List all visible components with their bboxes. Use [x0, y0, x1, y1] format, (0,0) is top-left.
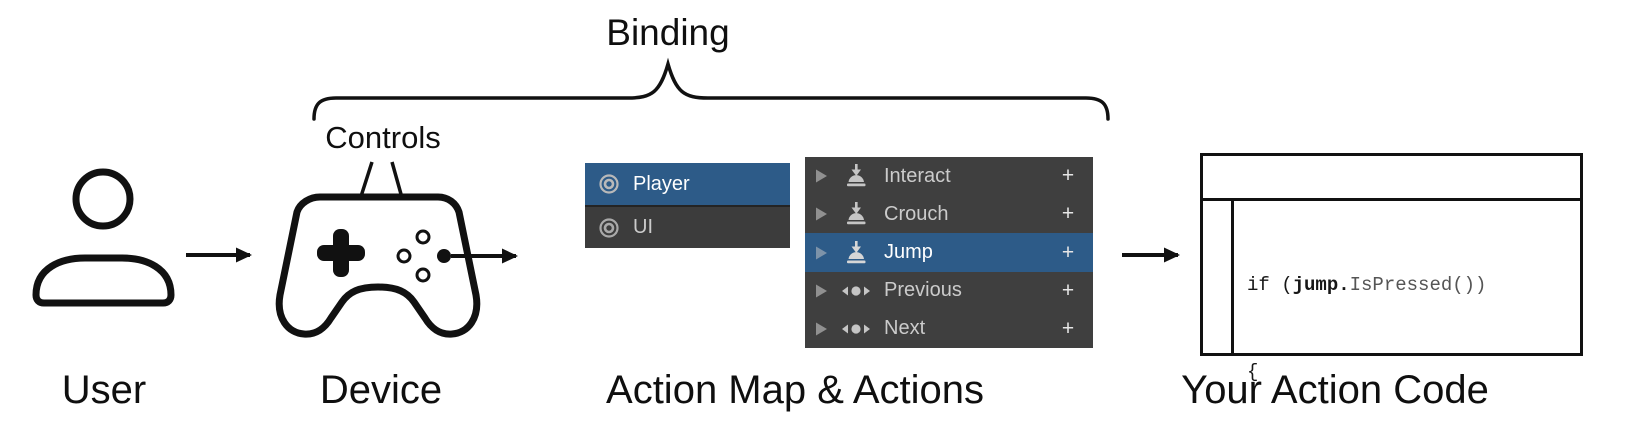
code-window-body: if (jump.IsPressed()) { // your code }: [1203, 201, 1580, 383]
user-head: [72, 168, 134, 230]
action-map-label: Player: [633, 172, 690, 195]
gamepad-button-south: [415, 267, 431, 283]
action-label: Previous: [884, 279, 962, 302]
disclosure-triangle-icon[interactable]: [816, 322, 827, 336]
add-binding-button[interactable]: +: [1061, 316, 1075, 340]
gamepad-dpad: [317, 229, 365, 277]
user-label: User: [61, 368, 147, 412]
action-label: Crouch: [884, 202, 949, 225]
your-action-code-label: Your Action Code: [1181, 368, 1489, 412]
code-line-1: if (jump.IsPressed()): [1247, 274, 1487, 296]
action-row-previous[interactable]: Previous +: [805, 272, 1093, 310]
disclosure-triangle-icon[interactable]: [816, 284, 827, 298]
action-label: Interact: [884, 164, 951, 187]
action-label: Next: [884, 317, 926, 340]
gamepad-button-west: [396, 248, 412, 264]
add-binding-button[interactable]: +: [1061, 240, 1075, 264]
axis-action-icon: [842, 284, 870, 298]
action-map-panel: Player UI: [585, 163, 790, 248]
action-map-row-ui[interactable]: UI: [585, 205, 790, 248]
gamepad-body: [275, 193, 481, 338]
axis-action-icon: [842, 322, 870, 336]
action-map-actions-label: Action Map & Actions: [606, 368, 984, 412]
user-body: [32, 254, 175, 307]
action-map-row-player[interactable]: Player: [585, 163, 790, 205]
disclosure-triangle-icon[interactable]: [816, 169, 827, 183]
gamepad-button-east: [437, 249, 451, 263]
user-icon: [32, 168, 175, 307]
button-action-icon: [842, 164, 870, 188]
action-map-icon: [599, 174, 619, 194]
code-window-titlebar: [1203, 156, 1580, 201]
device-label: Device: [319, 368, 443, 412]
gamepad-icon: [275, 193, 518, 338]
controls-label: Controls: [325, 120, 441, 155]
action-label: Jump: [884, 241, 933, 263]
action-row-crouch[interactable]: Crouch +: [805, 195, 1093, 233]
button-action-icon: [842, 202, 870, 226]
action-map-label: UI: [633, 216, 653, 238]
code-line-2: {: [1247, 361, 1259, 383]
action-row-next[interactable]: Next +: [805, 310, 1093, 348]
disclosure-triangle-icon[interactable]: [816, 207, 827, 221]
actions-panel: Interact + Crouch +: [805, 157, 1093, 348]
binding-title: Binding: [606, 12, 730, 53]
code-gutter: [1203, 201, 1234, 353]
action-map-icon: [599, 217, 619, 238]
gamepad-button-north: [415, 229, 431, 245]
action-code-window: if (jump.IsPressed()) { // your code }: [1200, 153, 1583, 383]
code-snippet: if (jump.IsPressed()) { // your code }: [1234, 201, 1580, 383]
add-binding-button[interactable]: +: [1061, 278, 1075, 302]
binding-brace: [312, 57, 1110, 121]
add-binding-button[interactable]: +: [1061, 164, 1075, 188]
action-row-jump[interactable]: Jump +: [805, 233, 1093, 272]
add-binding-button[interactable]: +: [1061, 202, 1075, 226]
action-row-interact[interactable]: Interact +: [805, 157, 1093, 195]
button-action-icon: [842, 240, 870, 265]
gamepad-buttons: [396, 229, 451, 283]
disclosure-triangle-icon[interactable]: [816, 246, 827, 260]
